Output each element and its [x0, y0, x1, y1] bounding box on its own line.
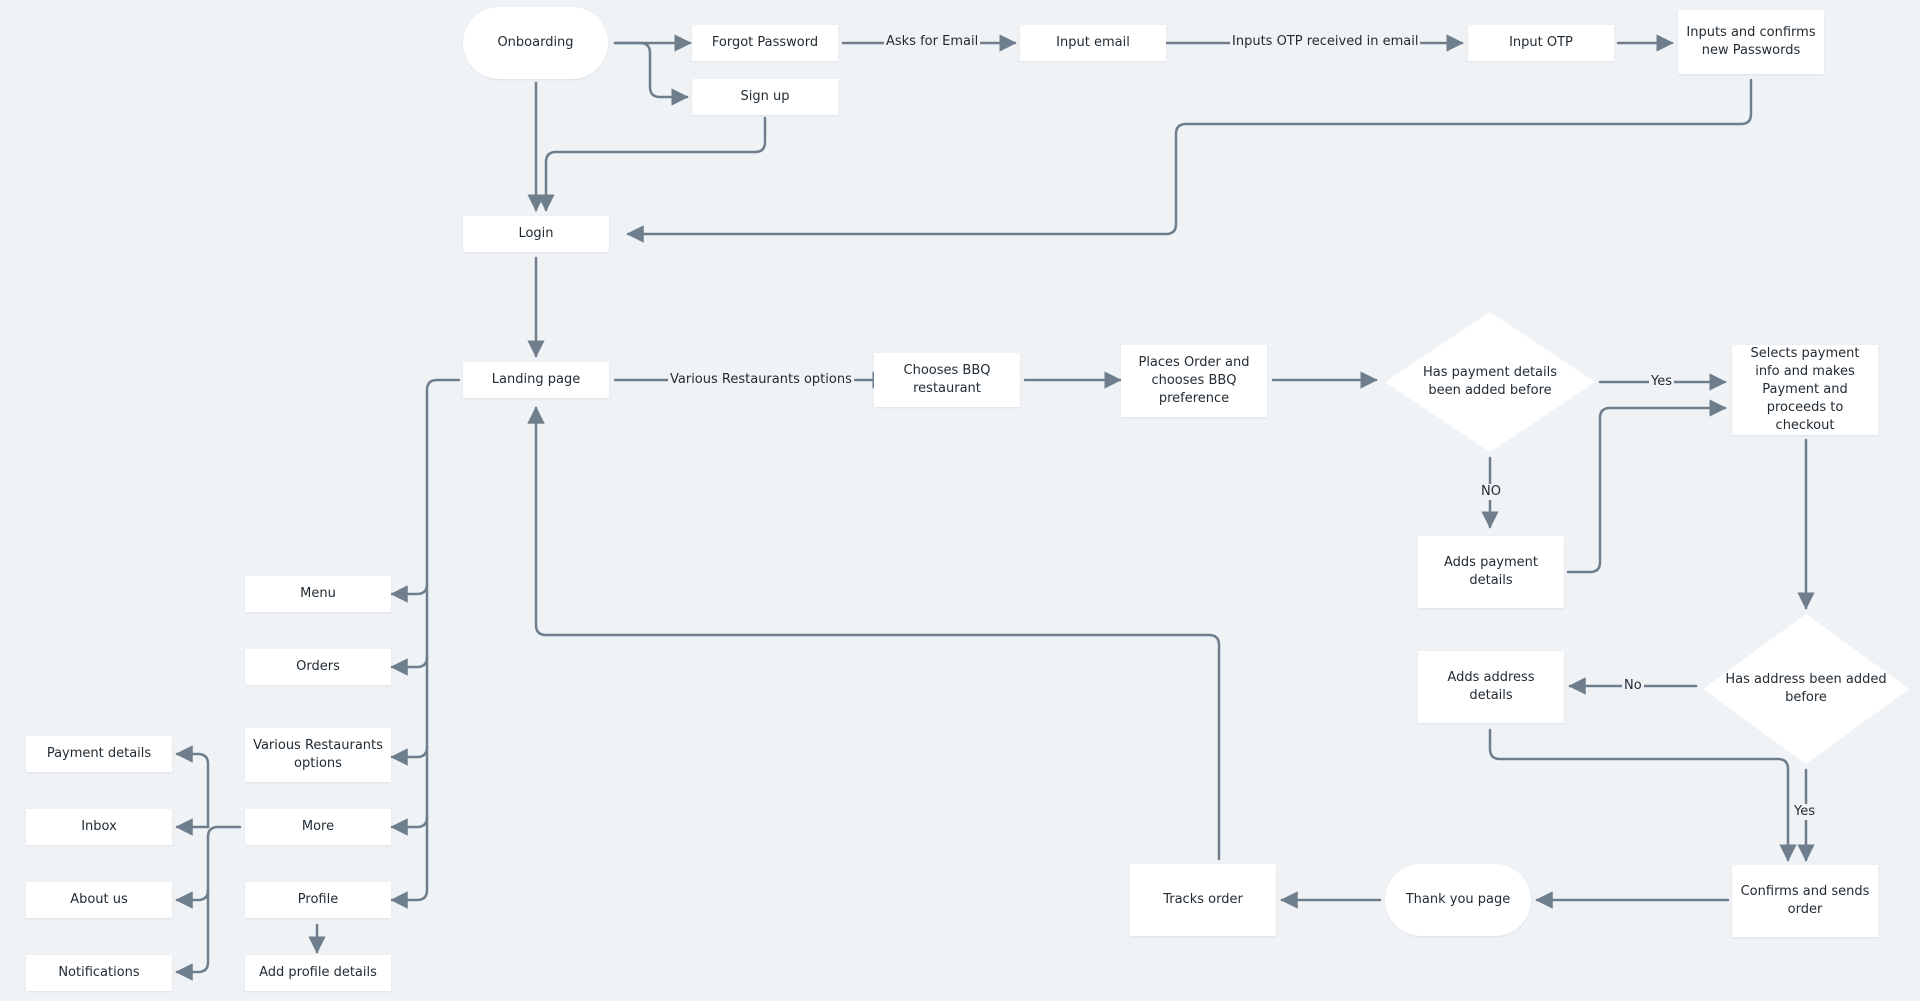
edge-addaddress-confirms [1488, 728, 1797, 862]
edge-more-payment [175, 745, 210, 829]
edge-trunk-restaurants [390, 745, 429, 766]
node-label: Places Order and chooses BBQ preference [1138, 355, 1250, 406]
edge-trunk-orders [390, 655, 429, 676]
node-thank-you[interactable]: Thank you page [1385, 864, 1531, 936]
node-label: Profile [297, 892, 339, 907]
node-label: Various Restaurants options [253, 738, 383, 771]
node-confirms-order[interactable]: Confirms and sends order [1732, 865, 1878, 937]
diamond-shape [1703, 614, 1909, 764]
node-sign-up[interactable]: Sign up [692, 79, 838, 115]
node-more[interactable]: More [245, 809, 391, 845]
node-notifications[interactable]: Notifications [26, 955, 172, 991]
edge-tracks-landing [527, 406, 1221, 861]
edge-addpay-selects [1566, 399, 1727, 574]
node-label: Inbox [81, 819, 117, 834]
node-label: Adds payment details [1444, 555, 1538, 588]
node-label: Sign up [740, 89, 790, 104]
node-forgot-password[interactable]: Forgot Password [692, 25, 838, 61]
node-landing-page[interactable]: Landing page [463, 362, 609, 398]
node-label: Login [518, 226, 554, 241]
diamond-shape [1385, 312, 1595, 452]
node-label: More [301, 819, 335, 834]
node-label: Onboarding [497, 35, 574, 50]
node-label: Chooses BBQ restaurant [903, 363, 991, 396]
edge-landing-trunk [390, 378, 461, 909]
node-label: Confirms and sends order [1740, 884, 1870, 917]
edge-label-address-no: No [1622, 678, 1644, 694]
node-label: Has address been added before [1725, 672, 1887, 705]
node-label: Has payment details been added before [1423, 365, 1557, 398]
node-orders[interactable]: Orders [245, 649, 391, 685]
node-label: Menu [300, 586, 336, 601]
node-label: Payment details [46, 746, 152, 761]
node-about-us[interactable]: About us [26, 882, 172, 918]
node-onboarding[interactable]: Onboarding [463, 7, 608, 79]
node-has-address[interactable]: Has address been added before [1701, 612, 1911, 766]
edge-more-about [175, 888, 210, 909]
node-label: Thank you page [1405, 892, 1511, 907]
node-label: Input email [1056, 35, 1130, 50]
node-confirm-password[interactable]: Inputs and confirms new Passwords [1678, 10, 1824, 74]
edge-password-login [626, 78, 1753, 243]
node-label: Add profile details [259, 965, 377, 980]
node-login[interactable]: Login [463, 216, 609, 252]
node-label: Landing page [491, 372, 581, 387]
edge-trunk-menu [390, 582, 429, 603]
edge-label-asks-email: Asks for Email [884, 34, 981, 50]
node-various-restaurants[interactable]: Various Restaurants options [245, 728, 391, 782]
edge-label-various-options: Various Restaurants options [668, 372, 854, 388]
node-label: Adds address details [1447, 670, 1535, 703]
node-input-otp[interactable]: Input OTP [1468, 25, 1614, 61]
node-label: Notifications [58, 965, 140, 980]
edge-trunk-more [390, 815, 429, 836]
node-label: About us [70, 892, 128, 907]
node-add-profile-details[interactable]: Add profile details [245, 955, 391, 991]
edge-more-trunk [175, 825, 242, 981]
node-has-payment[interactable]: Has payment details been added before [1383, 310, 1597, 454]
node-label: Orders [296, 659, 340, 674]
edge-label-address-yes: Yes [1792, 804, 1817, 820]
node-inbox[interactable]: Inbox [26, 809, 172, 845]
node-label: Forgot Password [711, 35, 819, 50]
node-label: Input OTP [1509, 35, 1573, 50]
node-menu[interactable]: Menu [245, 576, 391, 612]
node-label: Selects payment info and makes Payment a… [1750, 346, 1860, 433]
node-tracks-order[interactable]: Tracks order [1130, 864, 1276, 936]
node-profile[interactable]: Profile [245, 882, 391, 918]
node-selects-payment[interactable]: Selects payment info and makes Payment a… [1732, 345, 1878, 435]
node-chooses-bbq[interactable]: Chooses BBQ restaurant [874, 353, 1020, 407]
edge-signup-login [537, 116, 767, 212]
node-adds-payment[interactable]: Adds payment details [1418, 536, 1564, 608]
edge-label-inputs-otp: Inputs OTP received in email [1230, 34, 1421, 50]
node-label: Inputs and confirms new Passwords [1686, 25, 1816, 58]
edge-onboarding-signup [613, 41, 689, 106]
node-payment-details[interactable]: Payment details [26, 736, 172, 772]
node-label: Tracks order [1163, 892, 1243, 907]
node-adds-address[interactable]: Adds address details [1418, 651, 1564, 723]
edge-label-payment-yes: Yes [1649, 374, 1674, 390]
node-input-email[interactable]: Input email [1020, 25, 1166, 61]
edge-label-payment-no: NO [1479, 484, 1503, 500]
node-places-order[interactable]: Places Order and chooses BBQ preference [1121, 345, 1267, 417]
